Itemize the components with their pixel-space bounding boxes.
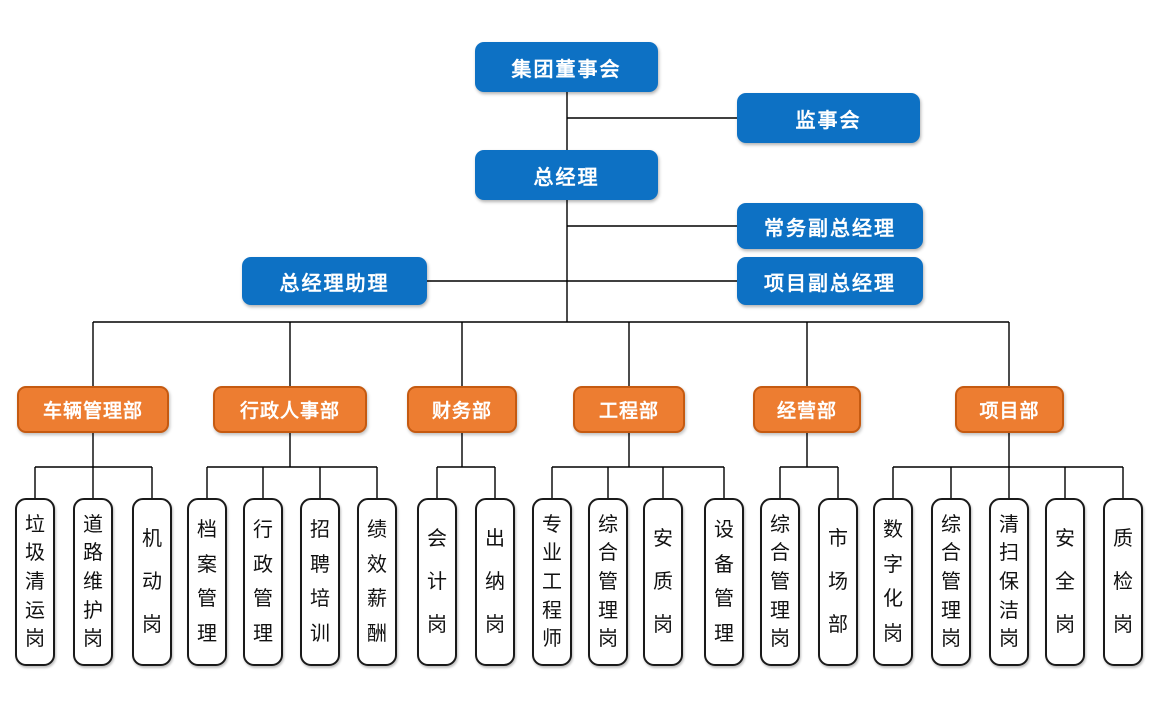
node-pos-road-maintenance: 道路维护岗 — [73, 498, 113, 666]
node-pos-general-mgmt-proj: 综合管理岗 — [931, 498, 971, 666]
node-dept-project: 项目部 — [955, 386, 1064, 433]
node-pos-professional-engineer: 专业工程师 — [532, 498, 572, 666]
node-general-manager: 总经理 — [475, 150, 658, 200]
node-pos-archives-mgmt: 档案管理 — [187, 498, 227, 666]
node-pos-cleaning: 清扫保洁岗 — [989, 498, 1029, 666]
node-pos-safety-quality: 安质岗 — [643, 498, 683, 666]
node-pos-quality-inspection: 质检岗 — [1103, 498, 1143, 666]
node-pos-cashier: 出纳岗 — [475, 498, 515, 666]
node-pos-market: 市场部 — [818, 498, 858, 666]
node-pos-admin-mgmt: 行政管理 — [243, 498, 283, 666]
node-pos-garbage-collection: 垃圾清运岗 — [15, 498, 55, 666]
node-pos-general-mgmt-ops: 综合管理岗 — [760, 498, 800, 666]
node-dept-finance: 财务部 — [407, 386, 517, 433]
node-pos-equipment-mgmt: 设备管理 — [704, 498, 744, 666]
node-pos-mobile: 机动岗 — [132, 498, 172, 666]
node-pos-performance-pay: 绩效薪酬 — [357, 498, 397, 666]
node-dept-vehicle-mgmt: 车辆管理部 — [17, 386, 169, 433]
node-pos-accounting: 会计岗 — [417, 498, 457, 666]
node-board: 集团董事会 — [475, 42, 658, 92]
node-executive-deputy-gm: 常务副总经理 — [737, 203, 923, 249]
node-project-deputy-gm: 项目副总经理 — [737, 257, 923, 305]
node-supervisory-board: 监事会 — [737, 93, 920, 143]
node-dept-admin-hr: 行政人事部 — [213, 386, 367, 433]
node-gm-assistant: 总经理助理 — [242, 257, 427, 305]
node-pos-general-mgmt-eng: 综合管理岗 — [588, 498, 628, 666]
node-pos-digitalization: 数字化岗 — [873, 498, 913, 666]
node-pos-safety: 安全岗 — [1045, 498, 1085, 666]
node-pos-recruit-training: 招聘培训 — [300, 498, 340, 666]
node-dept-engineering: 工程部 — [573, 386, 685, 433]
node-dept-operations: 经营部 — [753, 386, 861, 433]
